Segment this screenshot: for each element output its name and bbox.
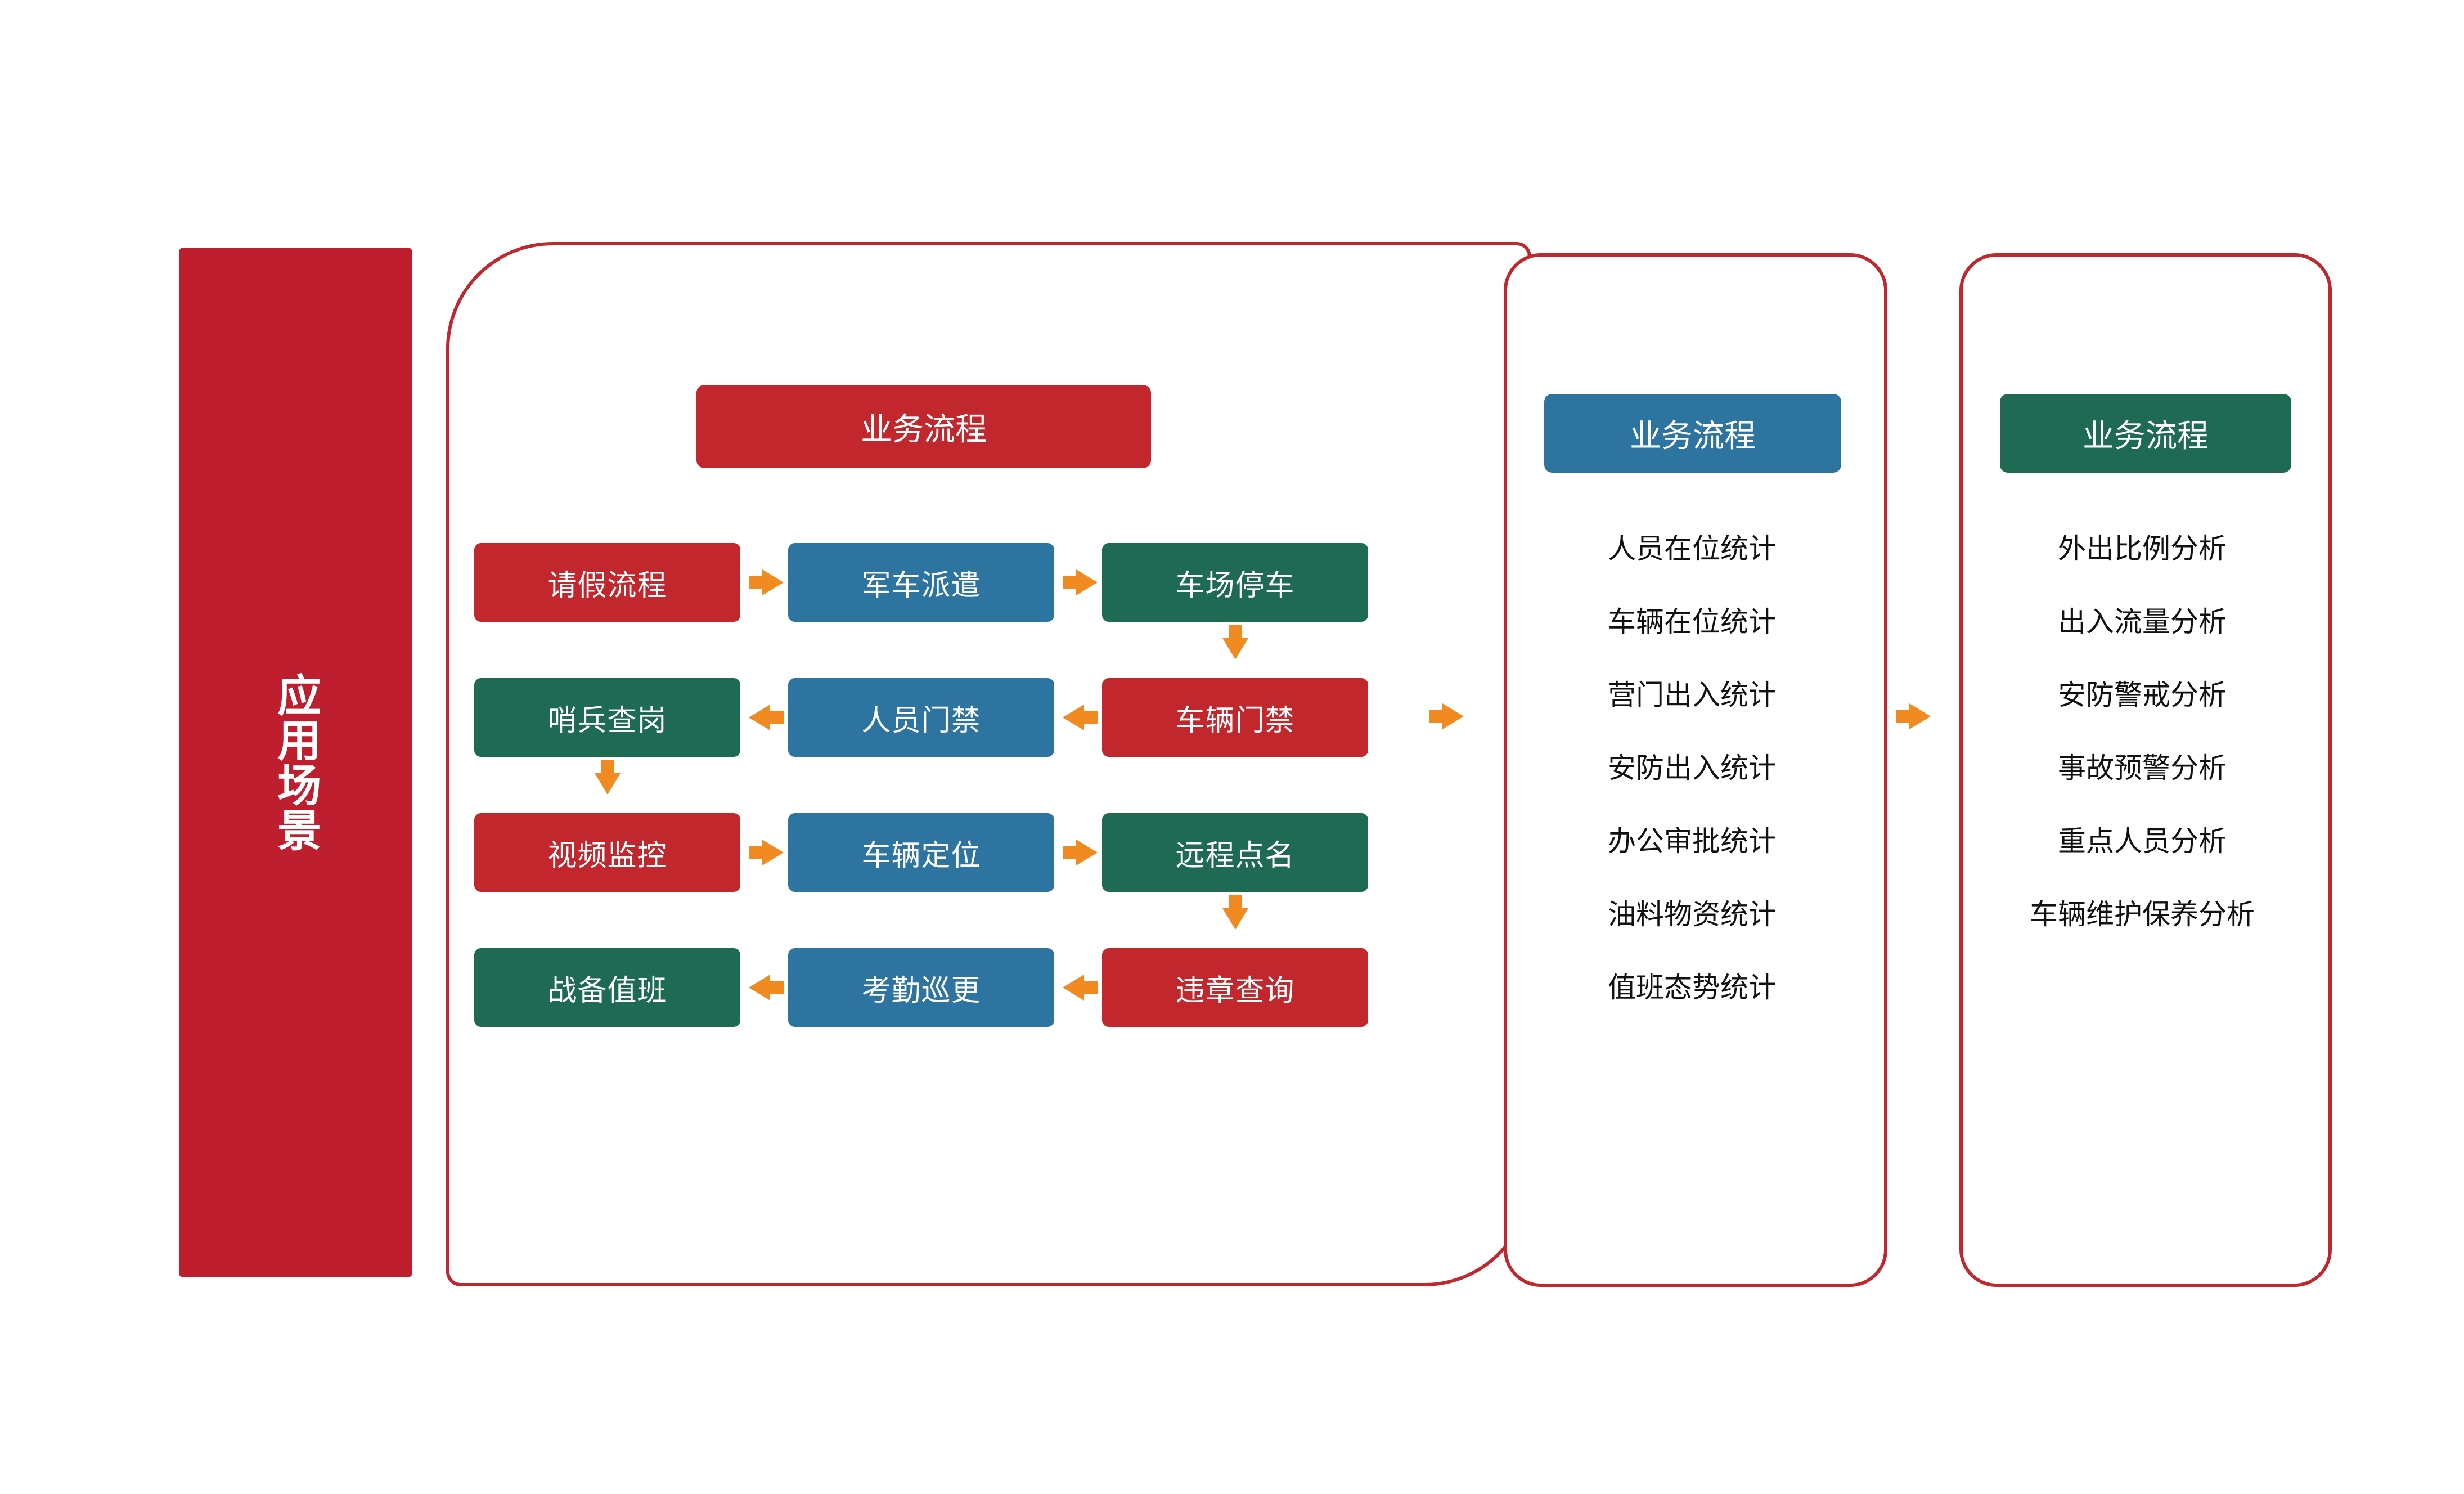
flow-cell-vehicle-access[interactable]: 车辆门禁 (1102, 678, 1368, 757)
list-item[interactable]: 车辆维护保养分析 (2030, 899, 2255, 930)
arrow-left-icon (1063, 705, 1098, 730)
arrow-down-icon (1222, 895, 1248, 930)
list-item[interactable]: 营门出入统计 (1608, 679, 1777, 711)
panel-statistics-title: 业务流程 (1544, 394, 1841, 473)
flow-cell-leave-process[interactable]: 请假流程 (474, 543, 740, 622)
arrow-right-icon (1063, 569, 1098, 595)
application-scenario-banner: 应用场景 (179, 248, 412, 1277)
flow-cell-attendance-patrol[interactable]: 考勤巡更 (788, 948, 1054, 1027)
list-item[interactable]: 重点人员分析 (2058, 825, 2227, 857)
flow-cell-violation-query[interactable]: 违章查询 (1102, 948, 1368, 1027)
arrow-right-icon (1896, 703, 1931, 729)
panel-business-flow-title: 业务流程 (696, 385, 1151, 468)
arrow-down-icon (1222, 625, 1248, 659)
list-item[interactable]: 安防出入统计 (1608, 752, 1777, 784)
list-item[interactable]: 车辆在位统计 (1608, 606, 1777, 638)
list-item[interactable]: 外出比例分析 (2058, 533, 2227, 564)
list-item[interactable]: 值班态势统计 (1608, 972, 1777, 1003)
analysis-list: 外出比例分析 出入流量分析 安防警戒分析 事故预警分析 重点人员分析 车辆维护保… (1959, 535, 2325, 973)
arrow-right-icon (749, 569, 784, 595)
arrow-down-icon (595, 760, 621, 795)
arrow-right-icon (749, 840, 784, 865)
list-item[interactable]: 办公审批统计 (1608, 825, 1777, 857)
arrow-left-icon (749, 975, 784, 1001)
list-item[interactable]: 出入流量分析 (2058, 606, 2227, 638)
arrow-left-icon (749, 705, 784, 730)
flow-cell-personnel-access[interactable]: 人员门禁 (788, 678, 1054, 757)
arrow-left-icon (1063, 975, 1098, 1001)
arrow-right-icon (1429, 703, 1464, 729)
list-item[interactable]: 事故预警分析 (2058, 752, 2227, 784)
flow-cell-parking[interactable]: 车场停车 (1102, 543, 1368, 622)
flow-cell-vehicle-location[interactable]: 车辆定位 (788, 813, 1054, 892)
flow-cell-combat-duty[interactable]: 战备值班 (474, 948, 740, 1027)
arrow-right-icon (1063, 840, 1098, 865)
flow-cell-military-dispatch[interactable]: 军车派遣 (788, 543, 1054, 622)
list-item[interactable]: 人员在位统计 (1608, 533, 1777, 564)
list-item[interactable]: 安防警戒分析 (2058, 679, 2227, 711)
list-item[interactable]: 油料物资统计 (1608, 899, 1777, 930)
flow-cell-sentry-check[interactable]: 哨兵查岗 (474, 678, 740, 757)
flow-cell-video-monitor[interactable]: 视频监控 (474, 813, 740, 892)
panel-analysis-title: 业务流程 (2000, 394, 2291, 473)
statistics-list: 人员在位统计 车辆在位统计 营门出入统计 安防出入统计 办公审批统计 油料物资统… (1504, 535, 1881, 1047)
application-scenario-label: 应用场景 (271, 672, 321, 853)
flow-cell-remote-rollcall[interactable]: 远程点名 (1102, 813, 1368, 892)
